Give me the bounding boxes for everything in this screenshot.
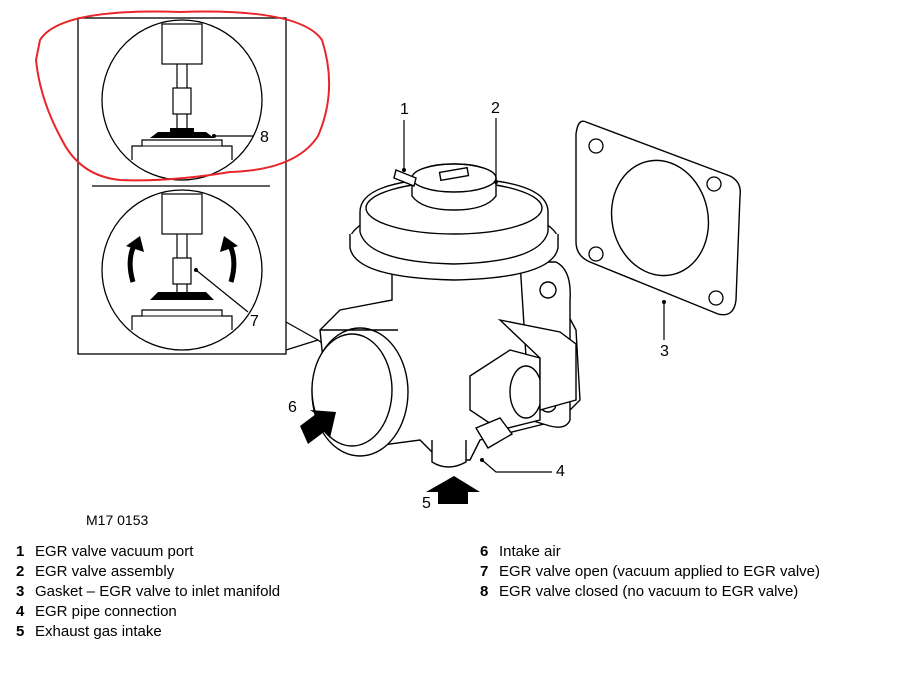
inset-frame [77,17,287,355]
callout-3: 3 [660,343,669,360]
callout-1: 1 [400,101,409,118]
callout-4: 4 [556,463,565,480]
callout-7: 7 [250,313,259,330]
exhaust-arrow [426,476,480,504]
callout-2: 2 [491,100,500,117]
figure-reference: M17 0153 [86,512,149,528]
callout-5: 5 [422,495,431,512]
callout-8: 8 [260,129,269,146]
valve-closed-detail [101,19,263,181]
gasket [575,120,741,316]
valve-open-detail [101,189,263,351]
highlight-outline [34,10,331,182]
intake-arrow [300,410,336,444]
callout-6: 6 [288,399,297,416]
egr-valve-body [311,163,581,468]
